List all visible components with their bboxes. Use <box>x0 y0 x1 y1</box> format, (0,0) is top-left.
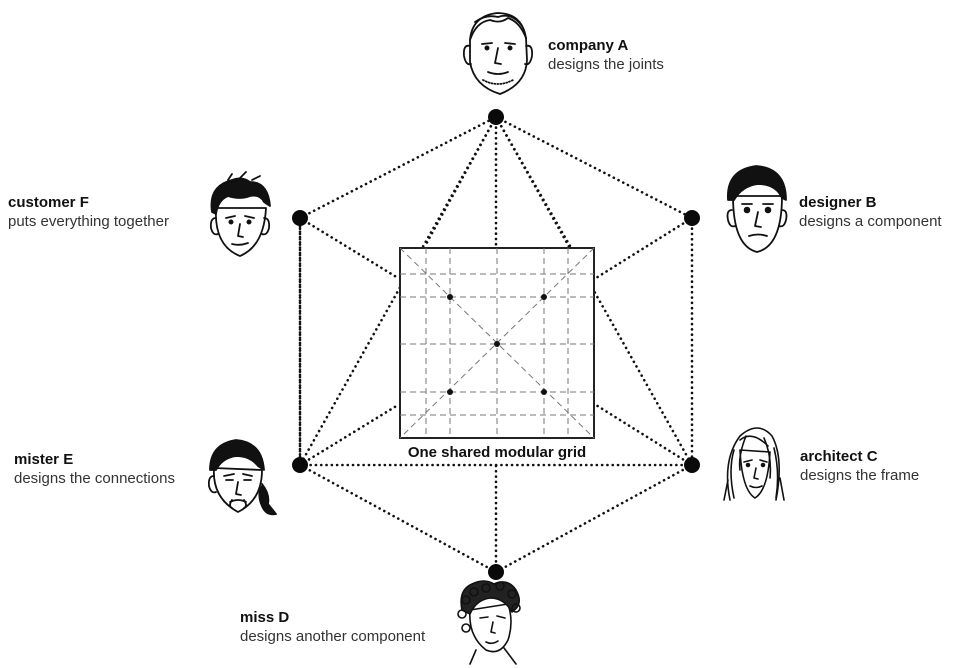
node-e <box>292 457 308 473</box>
young-man-head-icon <box>726 165 788 253</box>
label-designer-b: designer B designs a component <box>799 193 942 231</box>
task-mister-e: designs the connections <box>14 470 175 487</box>
spoke-c-1 <box>594 403 694 467</box>
node-d <box>488 564 504 580</box>
spoke-a-b-inner <box>494 115 694 467</box>
edge-a-b <box>494 115 694 220</box>
node-a <box>488 109 504 125</box>
man-head-icon <box>462 12 534 95</box>
role-customer-f: customer F <box>8 194 89 211</box>
label-customer-f: customer F puts everything together <box>8 193 169 231</box>
spoke-a-f-inner <box>298 115 498 467</box>
task-miss-d: designs another component <box>240 628 426 645</box>
label-architect-c: architect C designs the frame <box>800 447 919 485</box>
edge-f-a <box>298 115 498 220</box>
spoke-e-1 <box>298 403 400 467</box>
node-f <box>292 210 308 226</box>
task-designer-b: designs a component <box>799 213 942 230</box>
edge-c-d <box>494 463 694 574</box>
nodes <box>292 109 700 580</box>
node-b <box>684 210 700 226</box>
role-architect-c: architect C <box>800 448 878 465</box>
label-company-a: company A designs the joints <box>548 36 664 74</box>
grid-points <box>447 294 547 395</box>
woman-head-icon <box>723 427 785 501</box>
task-company-a: designs the joints <box>548 56 664 73</box>
role-designer-b: designer B <box>799 194 877 211</box>
grid-caption: One shared modular grid <box>408 444 586 461</box>
man-topknot-head-icon <box>207 439 277 516</box>
label-mister-e: mister E designs the connections <box>14 450 175 488</box>
edge-d-e <box>298 463 498 574</box>
task-architect-c: designs the frame <box>800 467 920 484</box>
role-miss-d: miss D <box>240 609 290 626</box>
spoke-b-1 <box>594 216 694 280</box>
role-mister-e: mister E <box>14 451 74 468</box>
modular-grid: One shared modular grid <box>395 247 600 462</box>
role-company-a: company A <box>548 37 629 54</box>
boy-head-icon <box>209 171 271 257</box>
spokes <box>298 115 694 574</box>
spoke-f-1 <box>298 216 400 280</box>
node-c <box>684 457 700 473</box>
label-miss-d: miss D designs another component <box>240 608 425 646</box>
curly-hair-woman-head-icon <box>457 580 521 665</box>
task-customer-f: puts everything together <box>8 213 169 230</box>
